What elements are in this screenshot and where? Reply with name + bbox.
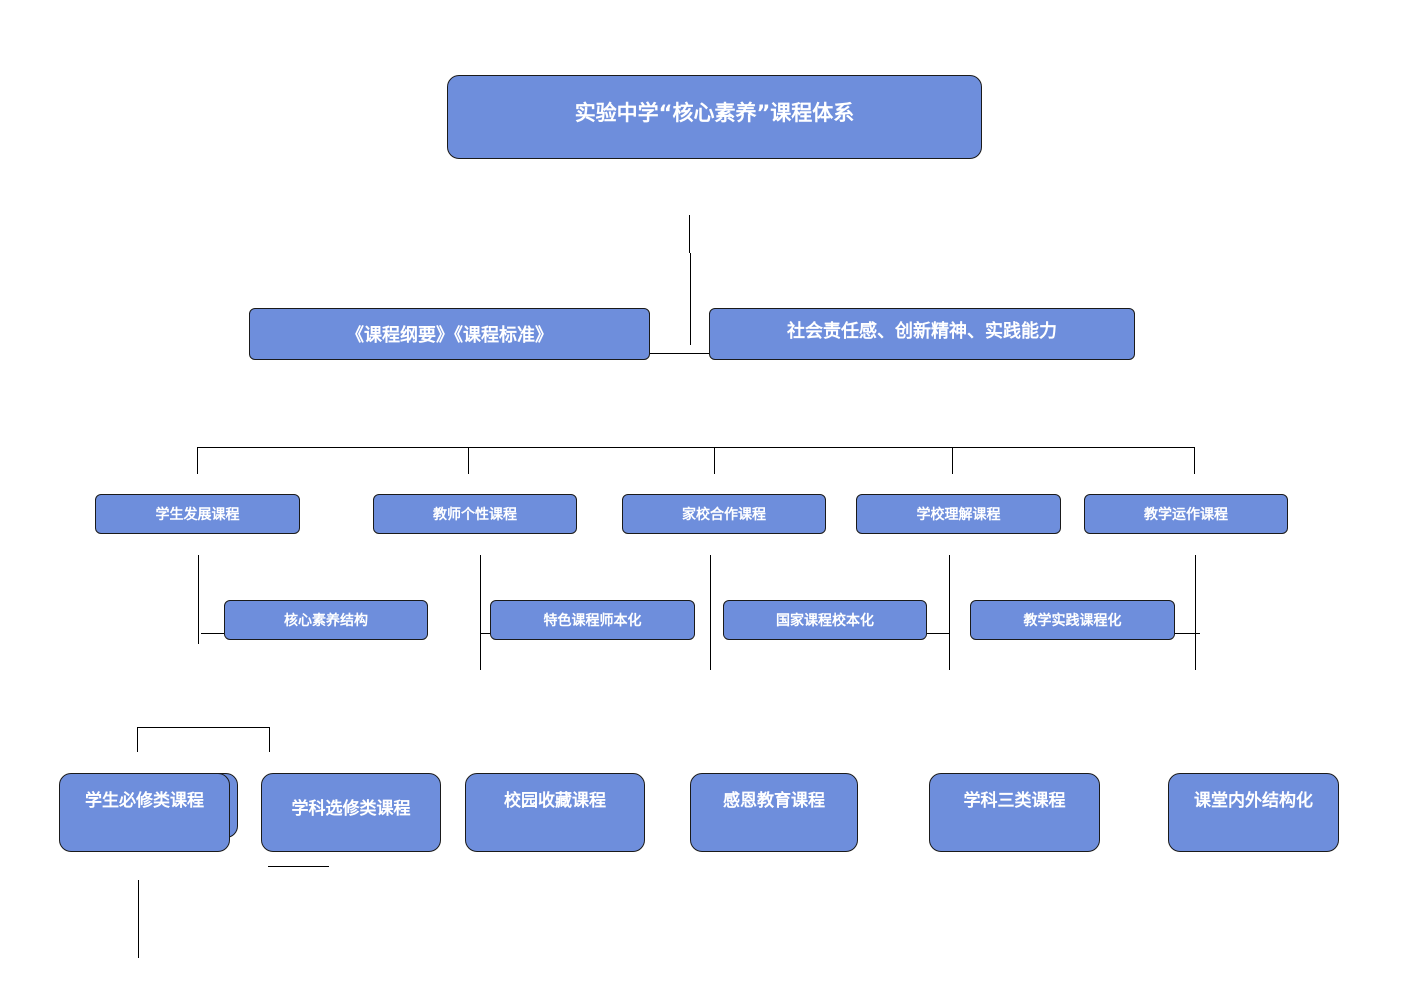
node-gratitude-education: 感恩教育课程 <box>690 773 858 852</box>
node-core-competencies: 社会责任感、创新精神、实践能力 <box>709 308 1135 360</box>
node-home-school: 家校合作课程 <box>622 494 826 534</box>
node-teacher-personal: 教师个性课程 <box>373 494 577 534</box>
node-label: 教学实践课程化 <box>1023 613 1122 629</box>
node-campus-collection: 校园收藏课程 <box>465 773 645 852</box>
node-label: 学生必修类课程 <box>85 791 204 811</box>
node-label: 学科选修类课程 <box>291 799 411 819</box>
node-label: 家校合作课程 <box>682 507 766 523</box>
node-root: 实验中学“核心素养”课程体系 <box>447 75 982 159</box>
node-label: 学科三类课程 <box>963 791 1066 811</box>
node-label: 社会责任感、创新精神、实践能力 <box>787 321 1057 342</box>
node-student-development: 学生发展课程 <box>95 494 300 534</box>
node-school-based-national: 国家课程校本化 <box>723 600 927 640</box>
node-teaching-practice: 教学实践课程化 <box>970 600 1175 640</box>
node-label: 核心素养结构 <box>284 613 368 629</box>
node-required-courses: 学生必修类课程 <box>59 773 230 852</box>
node-label: 特色课程师本化 <box>543 613 642 629</box>
node-label: 国家课程校本化 <box>776 613 874 629</box>
connector-level5-bracket <box>137 727 270 752</box>
node-course-outline-standards: 《课程纲要》《课程标准》 <box>249 308 650 360</box>
node-school-understanding: 学校理解课程 <box>856 494 1061 534</box>
node-three-subject-types: 学科三类课程 <box>929 773 1100 852</box>
node-label: 课堂内外结构化 <box>1194 791 1313 811</box>
node-teacher-based-courses: 特色课程师本化 <box>490 600 695 640</box>
node-label: 《课程纲要》《课程标准》 <box>346 325 553 346</box>
node-label: 教师个性课程 <box>433 507 517 523</box>
node-teaching-operation: 教学运作课程 <box>1084 494 1288 534</box>
node-in-out-class-structure: 课堂内外结构化 <box>1168 773 1339 852</box>
node-label: 教学运作课程 <box>1144 507 1228 523</box>
connector-level3-bus <box>197 447 1195 474</box>
node-label: 学校理解课程 <box>916 507 1001 523</box>
node-label: 学生发展课程 <box>155 507 240 523</box>
node-label: 感恩教育课程 <box>723 791 825 811</box>
node-root-label: 实验中学“核心素养”课程体系 <box>574 101 855 125</box>
node-elective-courses: 学科选修类课程 <box>261 773 441 852</box>
node-competency-structure: 核心素养结构 <box>224 600 428 640</box>
node-label: 校园收藏课程 <box>504 791 606 811</box>
